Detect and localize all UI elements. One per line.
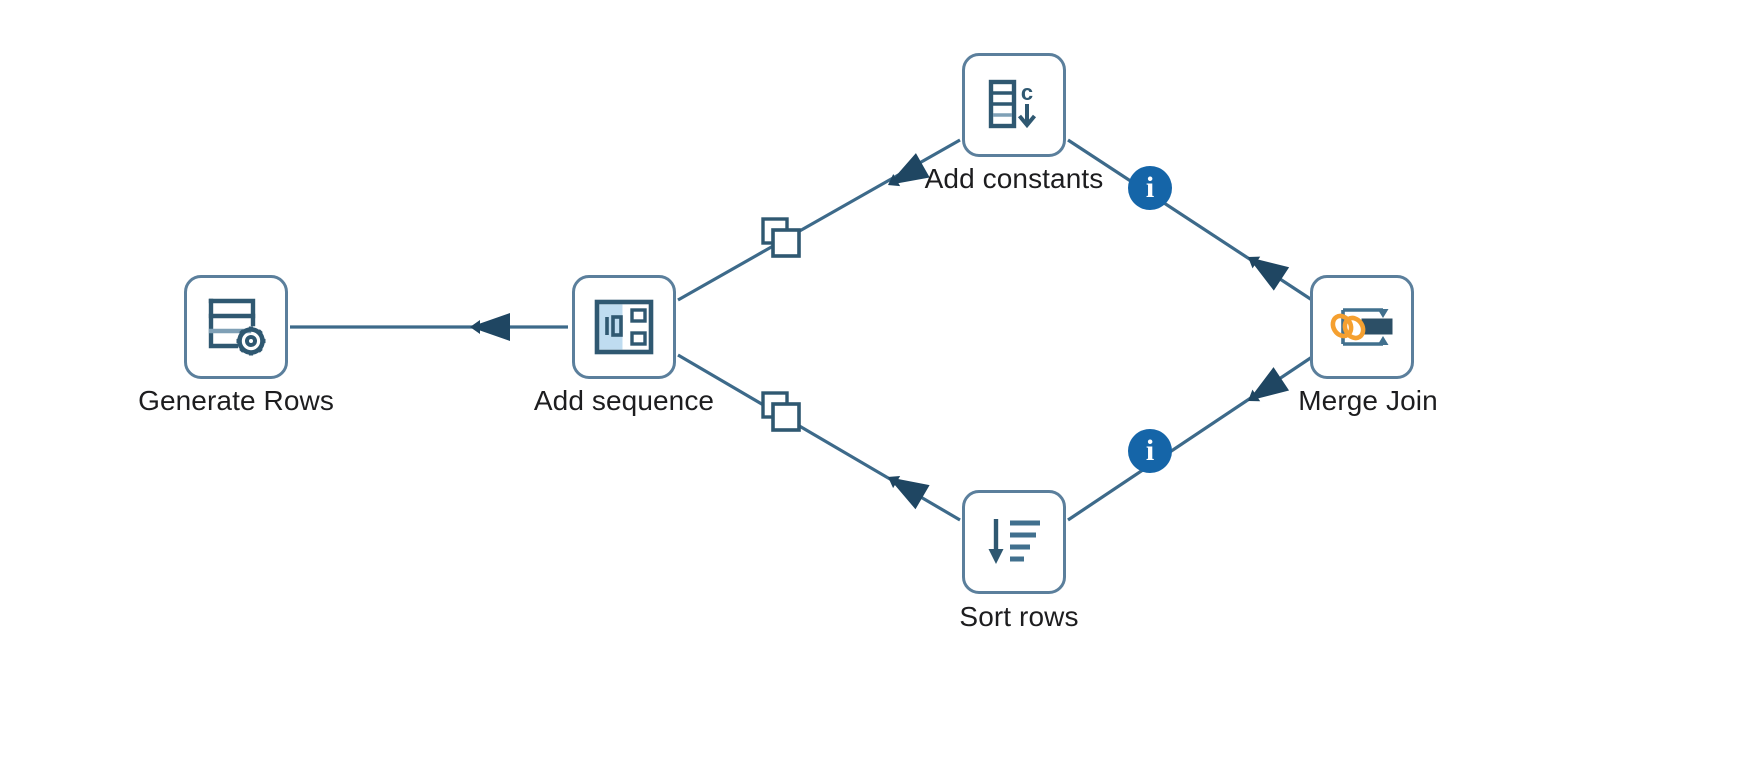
merge-join-link-icon bbox=[1329, 298, 1395, 356]
info-badge-lower[interactable]: i bbox=[1128, 429, 1172, 473]
arrowhead-sequence-to-sort bbox=[888, 476, 930, 510]
node-label-add-constants: Add constants bbox=[924, 163, 1104, 194]
node-label-merge-join: Merge Join bbox=[1298, 385, 1438, 416]
table-gear-icon bbox=[203, 294, 269, 360]
sort-descending-icon bbox=[982, 513, 1046, 571]
copy-squares-icon-upper[interactable] bbox=[758, 215, 804, 261]
hop-arrowheads bbox=[470, 153, 1290, 510]
svg-text:c: c bbox=[1021, 80, 1033, 105]
sequence-number-icon bbox=[592, 295, 656, 359]
info-badge-upper[interactable]: i bbox=[1128, 166, 1172, 210]
node-merge-join[interactable] bbox=[1310, 275, 1414, 379]
node-label-generate-rows: Generate Rows bbox=[138, 385, 334, 416]
arrowhead-generate-to-sequence bbox=[470, 313, 510, 341]
node-sort-rows[interactable] bbox=[962, 490, 1066, 594]
arrowhead-sort-to-merge bbox=[1248, 367, 1290, 402]
node-label-sort-rows: Sort rows bbox=[959, 601, 1079, 632]
node-generate-rows[interactable] bbox=[184, 275, 288, 379]
node-add-constants[interactable]: c bbox=[962, 53, 1066, 157]
copy-squares-icon-lower[interactable] bbox=[758, 389, 804, 435]
arrowhead-sequence-to-constants bbox=[888, 153, 930, 187]
node-add-sequence[interactable] bbox=[572, 275, 676, 379]
constants-column-icon: c bbox=[982, 74, 1046, 136]
node-label-add-sequence: Add sequence bbox=[533, 385, 715, 416]
arrowhead-constants-to-merge bbox=[1248, 256, 1290, 291]
